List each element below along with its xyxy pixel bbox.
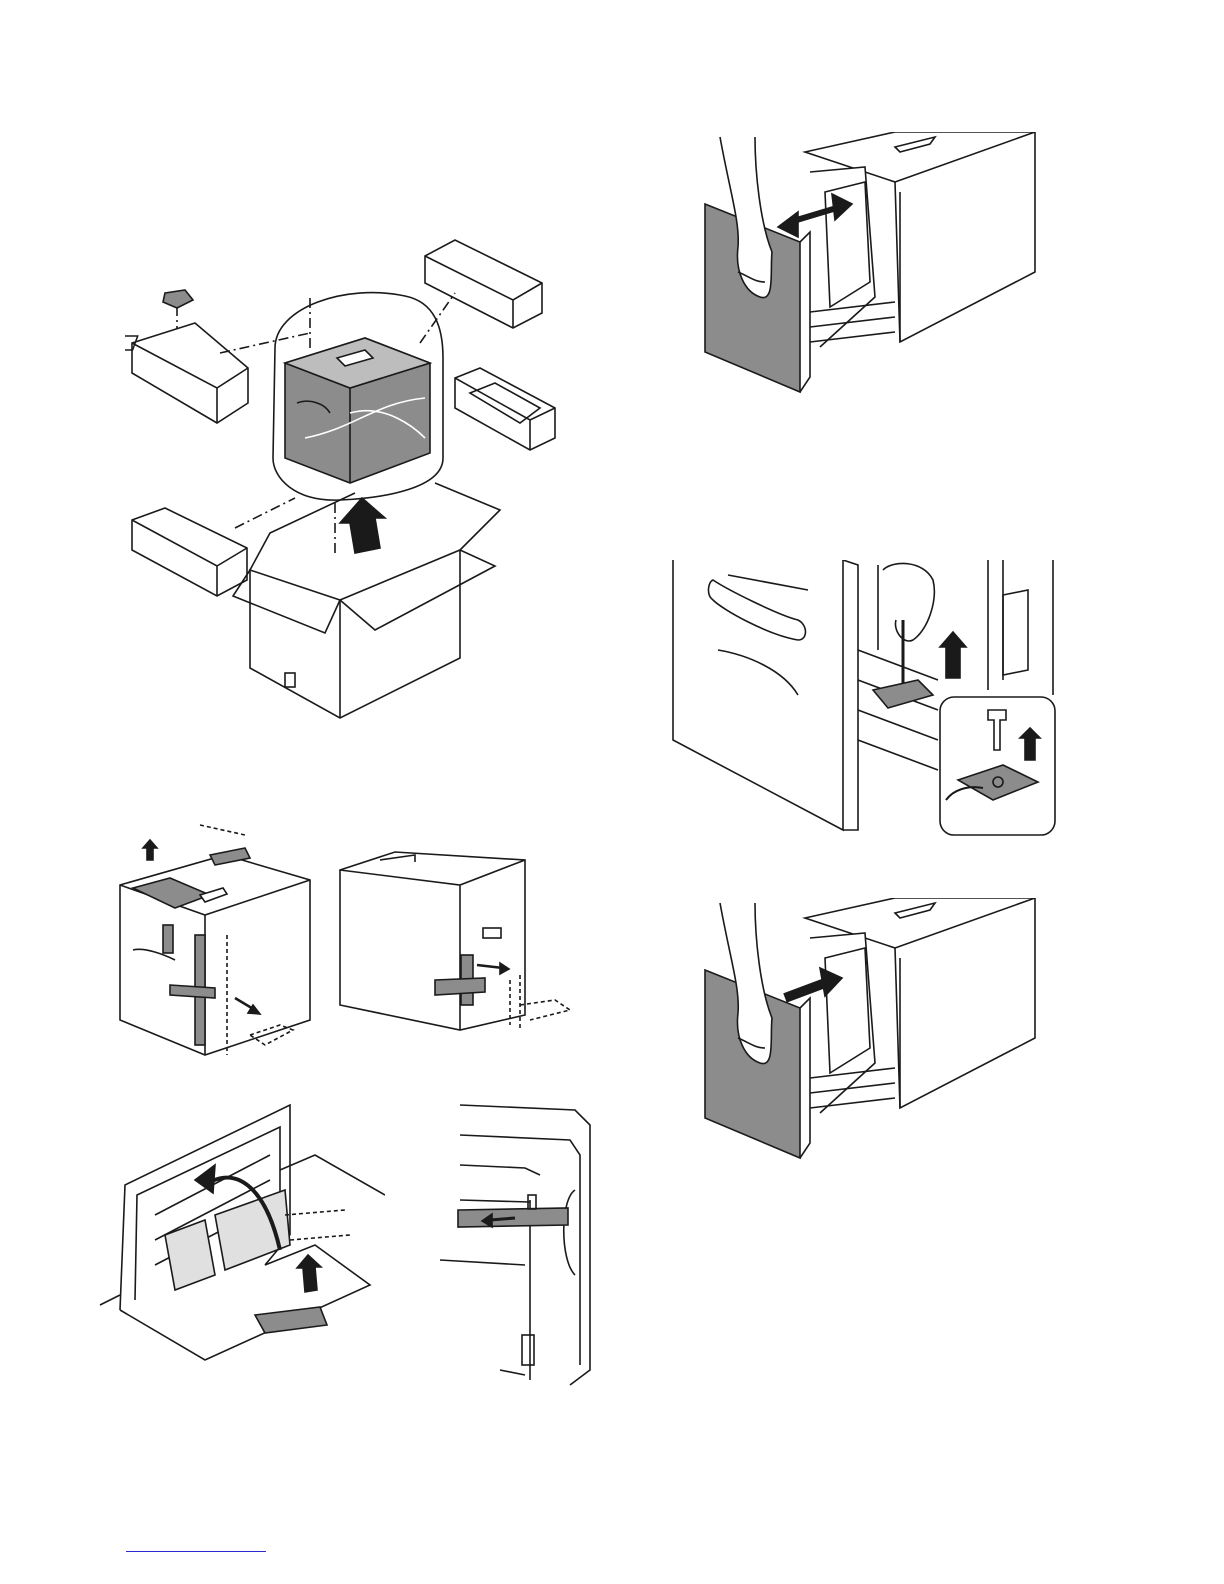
open-cover-remove-tape-figure	[95, 1095, 385, 1375]
footer-link-underline	[126, 1551, 266, 1552]
remove-tape-exterior-figure	[115, 820, 585, 1065]
side-tape-removal-figure	[440, 1100, 595, 1390]
remove-screw-fixing-plate-figure	[668, 560, 1068, 840]
unpacking-box-figure	[125, 228, 565, 723]
footer-link[interactable]	[126, 1535, 266, 1551]
pull-out-tray-figure	[700, 132, 1040, 397]
push-in-tray-figure	[700, 898, 1040, 1163]
